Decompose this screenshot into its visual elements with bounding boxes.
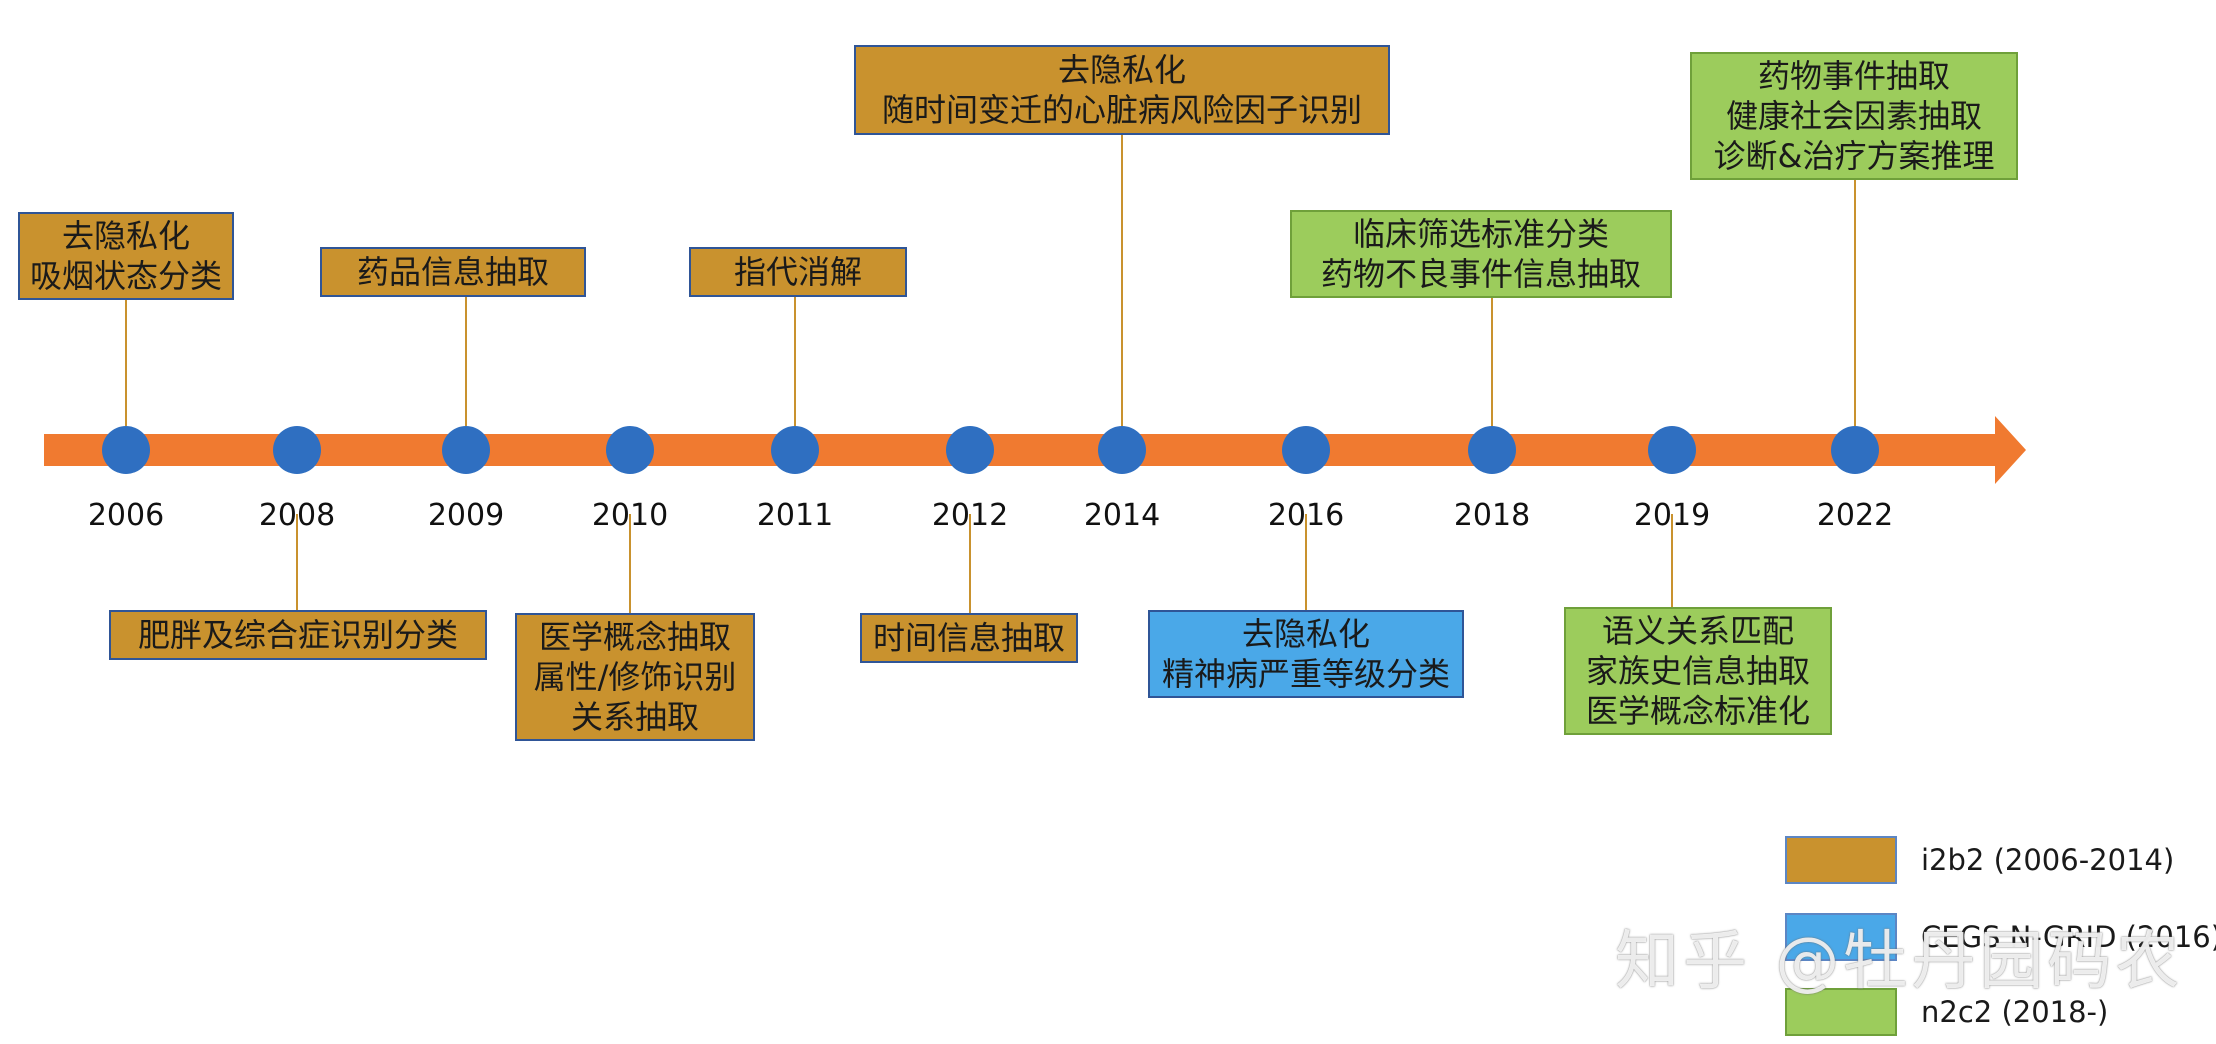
event-text: 健康社会因素抽取	[1725, 97, 1982, 135]
event-box-2018: 临床筛选标准分类药物不良事件信息抽取	[1290, 210, 1672, 298]
year-label-2012: 2012	[932, 498, 1008, 533]
event-text: 药物不良事件信息抽取	[1320, 255, 1641, 293]
event-box-2012: 时间信息抽取	[860, 613, 1078, 663]
event-text: 指代消解	[733, 253, 862, 291]
event-text: 去隐私化	[61, 217, 190, 255]
event-text: 医学概念标准化	[1585, 692, 1810, 730]
year-node-2011	[771, 426, 819, 474]
year-label-2006: 2006	[88, 498, 164, 533]
event-box-2014: 去隐私化随时间变迁的心脏病风险因子识别	[854, 45, 1390, 135]
legend-label-n2c2: n2c2 (2018-)	[1921, 995, 2109, 1029]
event-box-2022: 药物事件抽取健康社会因素抽取诊断&治疗方案推理	[1690, 52, 2018, 180]
event-text: 医学概念抽取	[538, 618, 731, 656]
year-node-2014	[1098, 426, 1146, 474]
year-node-2006	[102, 426, 150, 474]
event-text: 随时间变迁的心脏病风险因子识别	[881, 91, 1362, 129]
year-node-2010	[606, 426, 654, 474]
connectors	[125, 135, 1856, 613]
event-text: 关系抽取	[570, 698, 699, 736]
event-box-2009: 药品信息抽取	[320, 247, 586, 297]
year-node-2008	[273, 426, 321, 474]
event-box-2010: 医学概念抽取属性/修饰识别关系抽取	[515, 613, 755, 741]
year-nodes	[102, 426, 1879, 474]
legend-label-cegs: CEGS N-GRID (2016)	[1921, 920, 2216, 954]
event-text: 家族史信息抽取	[1585, 652, 1810, 690]
event-text: 精神病严重等级分类	[1161, 655, 1450, 693]
event-box-2011: 指代消解	[689, 247, 907, 297]
event-box-2016: 去隐私化精神病严重等级分类	[1148, 610, 1464, 698]
legend-item-n2c2: n2c2 (2018-)	[1785, 988, 2108, 1036]
watermark: 知乎 @牡丹园码农	[1615, 925, 2184, 999]
legend-swatch-n2c2	[1785, 988, 1897, 1036]
event-text: 药物事件抽取	[1757, 57, 1950, 95]
event-text: 去隐私化	[1241, 615, 1370, 653]
legend-swatch-i2b2	[1785, 836, 1897, 884]
legend-swatch-cegs	[1785, 913, 1897, 961]
event-text: 诊断&治疗方案推理	[1713, 137, 1995, 175]
legend-item-cegs: CEGS N-GRID (2016)	[1785, 913, 2216, 961]
event-text: 去隐私化	[1057, 51, 1186, 89]
year-label-2008: 2008	[259, 498, 335, 533]
event-text: 药品信息抽取	[356, 253, 549, 291]
year-label-2019: 2019	[1634, 498, 1710, 533]
year-labels: 2006 2008 2009 2010 2011 2012 2014 2016 2018 2019…	[88, 498, 1893, 533]
year-label-2018: 2018	[1454, 498, 1530, 533]
legend-item-i2b2: i2b2 (2006-2014)	[1785, 836, 2174, 884]
year-node-2016	[1282, 426, 1330, 474]
year-label-2010: 2010	[592, 498, 668, 533]
year-node-2022	[1831, 426, 1879, 474]
event-text: 语义关系匹配	[1601, 612, 1794, 650]
year-label-2014: 2014	[1084, 498, 1160, 533]
event-text: 临床筛选标准分类	[1352, 215, 1609, 253]
event-text: 时间信息抽取	[872, 619, 1065, 657]
event-box-2019: 语义关系匹配家族史信息抽取医学概念标准化	[1564, 607, 1832, 735]
year-label-2016: 2016	[1268, 498, 1344, 533]
event-box-2006: 去隐私化吸烟状态分类	[18, 212, 234, 300]
year-node-2009	[442, 426, 490, 474]
year-node-2019	[1648, 426, 1696, 474]
event-text: 肥胖及综合症识别分类	[137, 616, 458, 654]
event-box-2008: 肥胖及综合症识别分类	[109, 610, 487, 660]
year-node-2018	[1468, 426, 1516, 474]
year-label-2009: 2009	[428, 498, 504, 533]
year-node-2012	[946, 426, 994, 474]
timeline-arrow	[44, 416, 2026, 484]
event-text: 属性/修饰识别	[533, 658, 737, 696]
year-label-2011: 2011	[757, 498, 833, 533]
year-label-2022: 2022	[1817, 498, 1893, 533]
legend-label-i2b2: i2b2 (2006-2014)	[1921, 843, 2175, 877]
event-text: 吸烟状态分类	[29, 257, 222, 295]
